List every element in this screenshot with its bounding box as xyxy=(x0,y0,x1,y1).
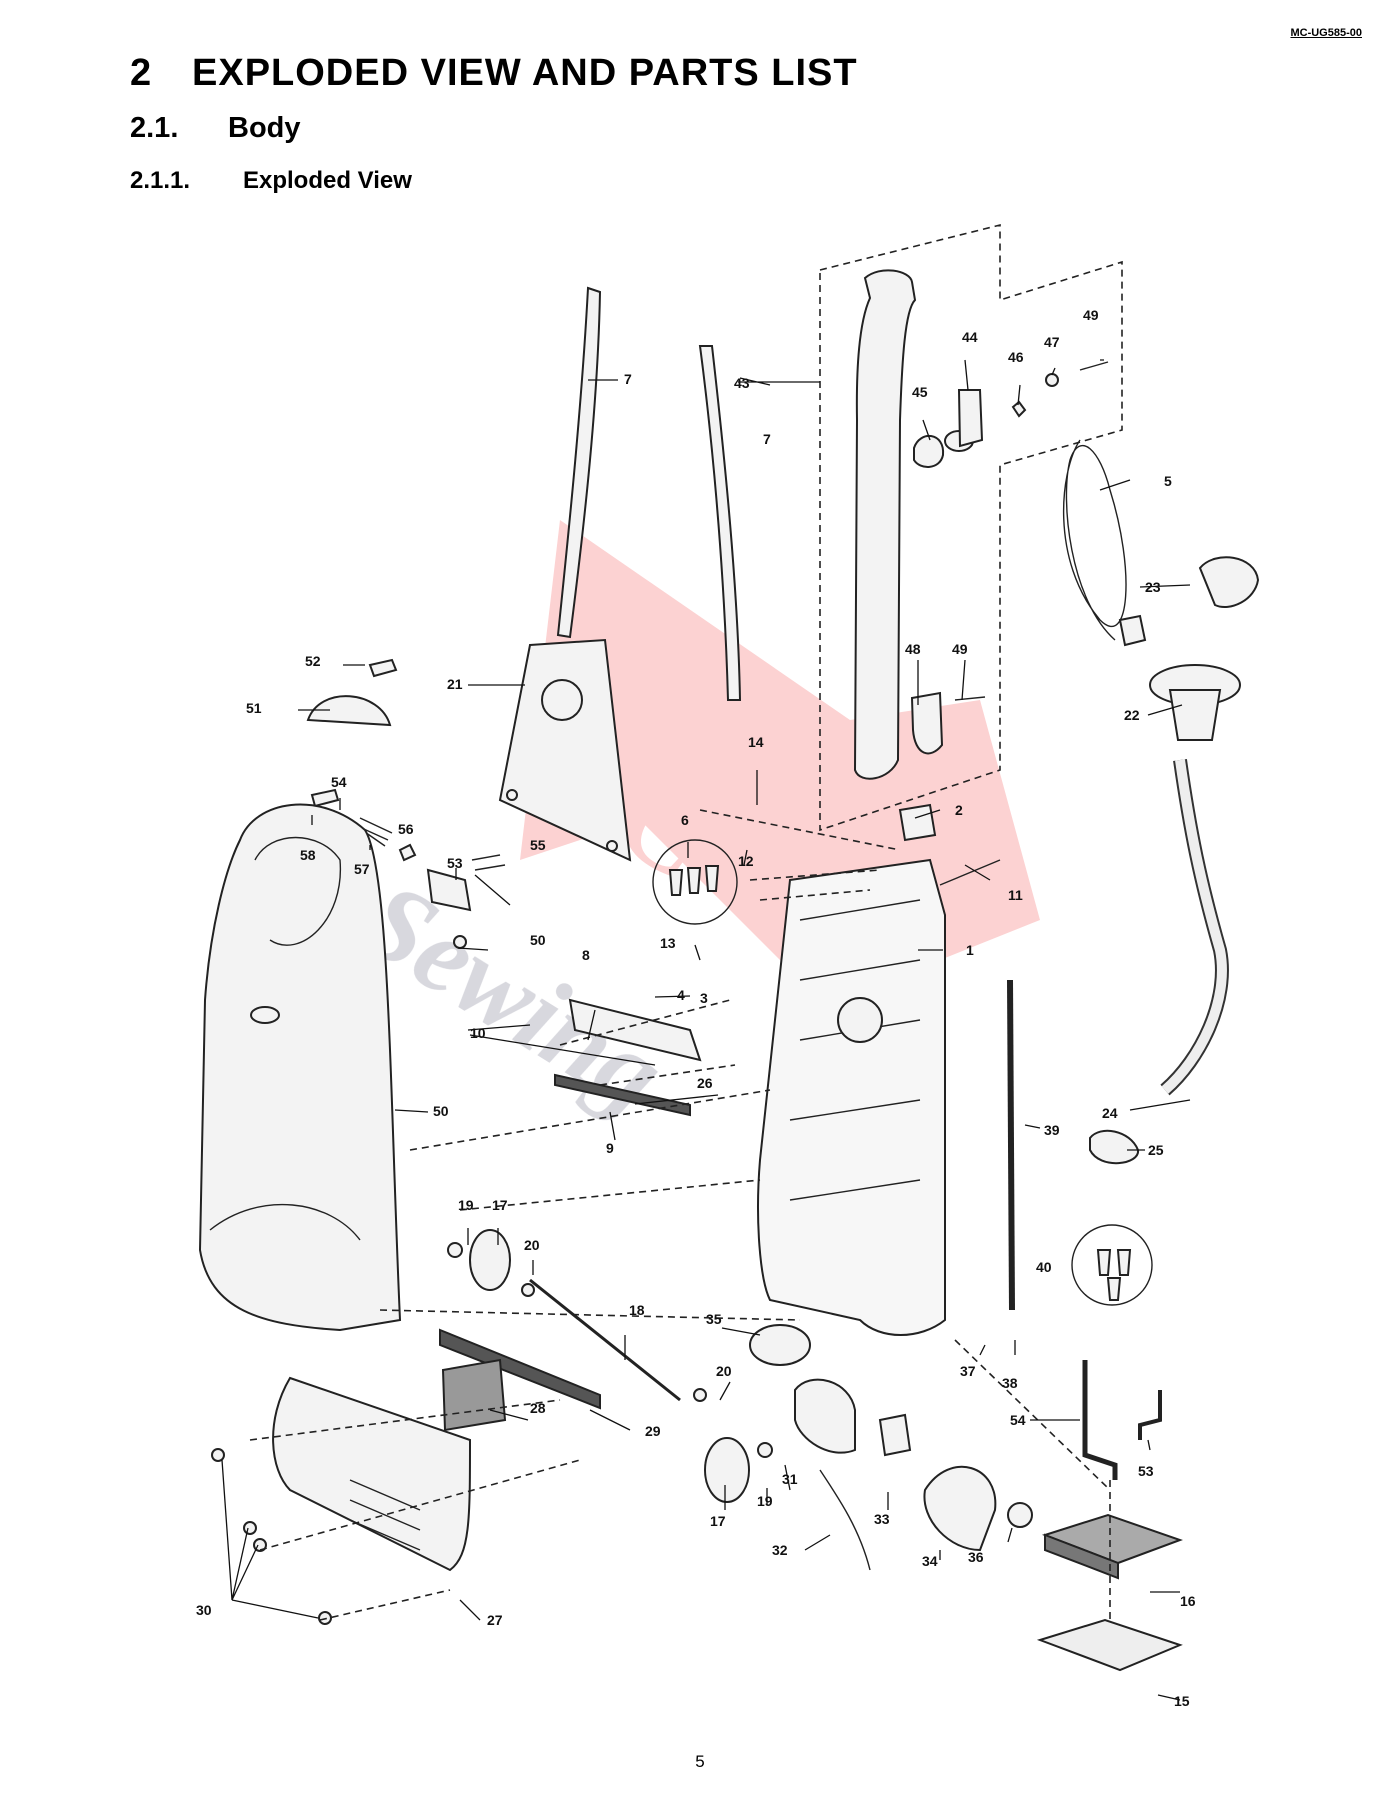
callout-label: 54 xyxy=(1010,1412,1026,1428)
callout-label: 39 xyxy=(1044,1122,1060,1138)
document-id: MC-UG585-00 xyxy=(1290,27,1362,39)
callout-label: 17 xyxy=(492,1197,508,1213)
callout-label: 1 xyxy=(966,942,974,958)
callout-label: 35 xyxy=(706,1311,722,1327)
subsubsection-title: Exploded View xyxy=(243,167,412,194)
handle-assembly-group xyxy=(819,223,1123,832)
callout-label: 28 xyxy=(530,1400,546,1416)
callout-label: 24 xyxy=(1102,1105,1118,1121)
callout-label: 3 xyxy=(700,990,708,1006)
callout-label: 20 xyxy=(524,1237,540,1253)
subsubsection-heading: 2.1.1. Exploded View xyxy=(130,167,412,195)
callout-label: 22 xyxy=(1124,707,1140,723)
bag-board xyxy=(498,638,632,862)
bumper xyxy=(568,998,702,1062)
callout-label: 18 xyxy=(629,1302,645,1318)
callout-label: 16 xyxy=(1180,1593,1196,1609)
callout-label: 43 xyxy=(734,375,750,391)
callout-label: 12 xyxy=(738,853,754,869)
callout-label: 13 xyxy=(660,935,676,951)
callout-label: 47 xyxy=(1044,334,1060,350)
callout-label: 20 xyxy=(716,1363,732,1379)
callout-label: 53 xyxy=(447,855,463,871)
callout-label: 19 xyxy=(458,1197,474,1213)
callout-label: 29 xyxy=(645,1423,661,1439)
hose-cap xyxy=(1198,556,1260,608)
callout-label: 33 xyxy=(874,1511,890,1527)
callout-label: 45 xyxy=(912,384,928,400)
callout-label: 8 xyxy=(582,947,590,963)
callout-label: 11 xyxy=(1008,887,1023,903)
callout-label: 4 xyxy=(677,987,685,1003)
callout-label: 21 xyxy=(447,676,463,692)
section-title: EXPLODED VIEW AND PARTS LIST xyxy=(192,52,858,94)
callout-label: 46 xyxy=(1008,349,1024,365)
wire-connector-group xyxy=(652,839,738,925)
callout-label: 23 xyxy=(1145,579,1161,595)
wire-connector-group-2 xyxy=(1071,1224,1153,1306)
callout-label: 27 xyxy=(487,1612,503,1628)
rod xyxy=(1007,979,1015,1311)
section-number: 2 xyxy=(130,52,153,94)
callout-label: 49 xyxy=(1083,307,1099,323)
callout-label: 58 xyxy=(300,847,316,863)
callout-label: 50 xyxy=(530,932,546,948)
callout-label: 55 xyxy=(530,837,546,853)
callout-label: 30 xyxy=(196,1602,212,1618)
callout-label: 56 xyxy=(398,821,414,837)
callout-label: 50 xyxy=(433,1103,449,1119)
callout-label: 51 xyxy=(246,700,262,716)
callout-label: 19 xyxy=(757,1493,773,1509)
side-strip-left xyxy=(556,286,602,639)
callout-label: 6 xyxy=(681,812,689,828)
callout-label: 17 xyxy=(710,1513,726,1529)
callout-label: 15 xyxy=(1174,1693,1190,1709)
callout-label: 5 xyxy=(1164,473,1172,489)
callout-label: 7 xyxy=(624,371,632,387)
callout-label: 38 xyxy=(1002,1375,1018,1391)
callout-label: 48 xyxy=(905,641,921,657)
main-body-frame xyxy=(757,858,946,1336)
callout-label: 49 xyxy=(952,641,968,657)
power-cord xyxy=(1062,439,1127,641)
callout-label: 14 xyxy=(748,734,764,750)
callout-label: 37 xyxy=(960,1363,976,1379)
callout-label: 10 xyxy=(470,1025,486,1041)
callout-label: 31 xyxy=(782,1471,798,1487)
handle-grip xyxy=(306,695,392,727)
callout-label: 9 xyxy=(606,1140,614,1156)
page-number: 5 xyxy=(695,1752,705,1771)
callout-label: 44 xyxy=(962,329,978,345)
callout-label: 34 xyxy=(922,1553,938,1569)
callout-label: 40 xyxy=(1036,1259,1052,1275)
filter-grille xyxy=(1036,1618,1183,1672)
base-housing xyxy=(272,1376,472,1572)
side-strip-right xyxy=(698,345,742,701)
callout-label: 57 xyxy=(354,861,370,877)
callout-label: 25 xyxy=(1148,1142,1164,1158)
filter-frame xyxy=(923,1465,997,1552)
wheel xyxy=(469,1229,511,1291)
front-cover xyxy=(198,803,402,1332)
subsection-number: 2.1. xyxy=(130,112,179,144)
callout-label: 52 xyxy=(305,653,321,669)
subsubsection-number: 2.1.1. xyxy=(130,167,191,194)
section-heading: 2 EXPLODED VIEW AND PARTS LIST xyxy=(130,52,858,95)
callout-label: 36 xyxy=(968,1549,984,1565)
callout-label: 2 xyxy=(955,802,963,818)
subsection-title: Body xyxy=(228,112,301,144)
callout-label: 54 xyxy=(331,774,347,790)
callout-labels: 7 7 43 44 46 47 49 45 5 23 52 51 21 48 4… xyxy=(196,307,1196,1709)
callout-label: 26 xyxy=(697,1075,713,1091)
callout-label: 7 xyxy=(763,431,771,447)
callout-label: 32 xyxy=(772,1542,788,1558)
subsection-heading: 2.1. Body xyxy=(130,112,301,145)
callout-label: 53 xyxy=(1138,1463,1154,1479)
axle xyxy=(529,1278,681,1402)
